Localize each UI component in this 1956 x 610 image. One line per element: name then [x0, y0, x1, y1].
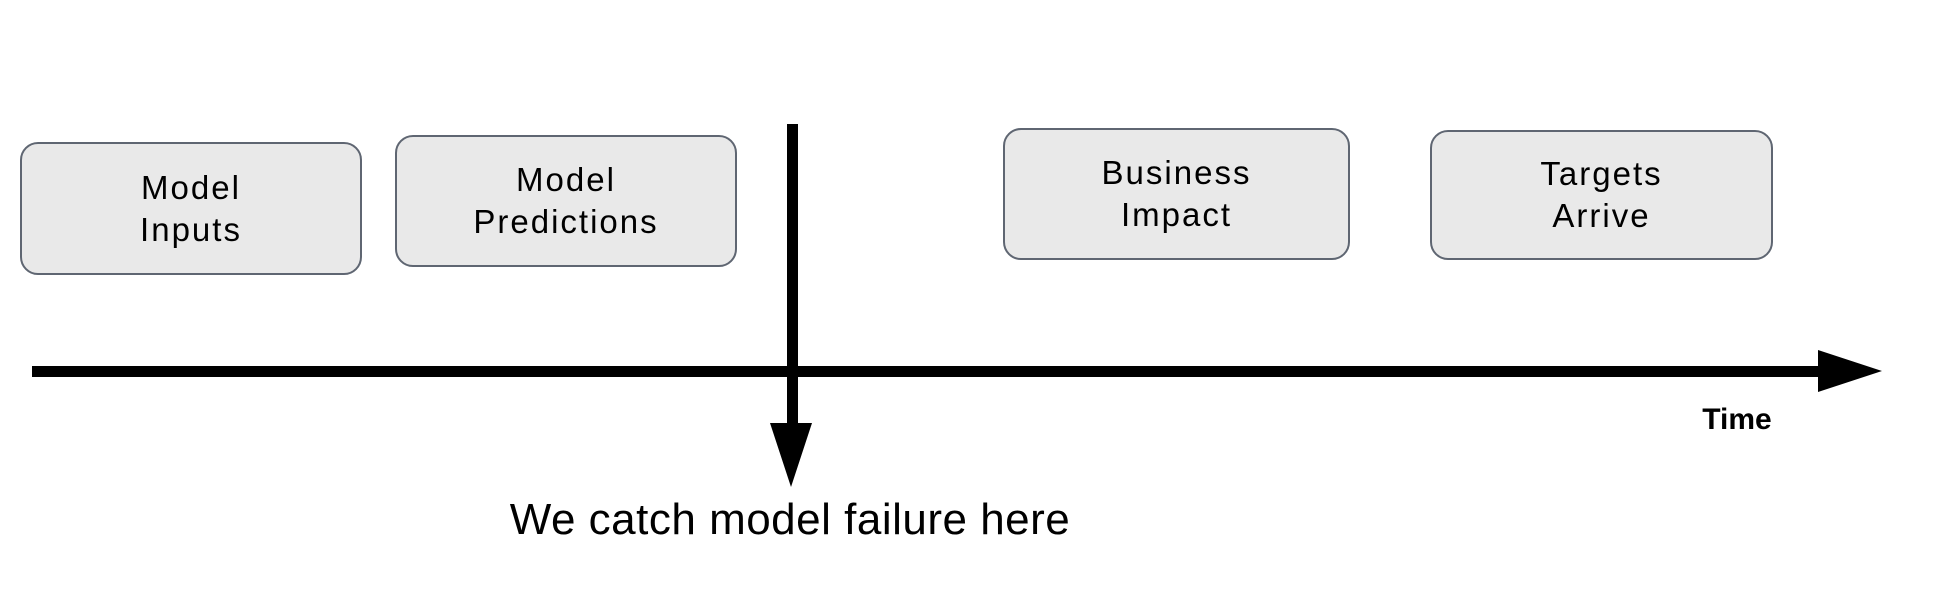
box-business-impact: Business Impact	[1003, 128, 1350, 260]
timeline-arrow-shaft	[32, 366, 1822, 377]
failure-annotation-text: We catch model failure here	[509, 495, 1071, 544]
box-business-impact-label: Business Impact	[1101, 154, 1252, 233]
box-model-inputs-label: Model Inputs	[140, 168, 242, 248]
box-targets-arrive-label: Targets Arrive	[1540, 155, 1663, 234]
time-axis-label: Time	[1702, 403, 1772, 436]
timeline-arrowhead-right-icon	[1818, 350, 1882, 392]
box-model-predictions-label: Model Predictions	[473, 161, 659, 240]
failure-marker-arrow-shaft	[787, 124, 798, 424]
box-targets-arrive: Targets Arrive	[1430, 130, 1773, 260]
box-model-predictions: Model Predictions	[395, 135, 737, 267]
box-model-inputs: Model Inputs	[20, 142, 362, 275]
failure-marker-arrowhead-down-icon	[770, 423, 812, 487]
